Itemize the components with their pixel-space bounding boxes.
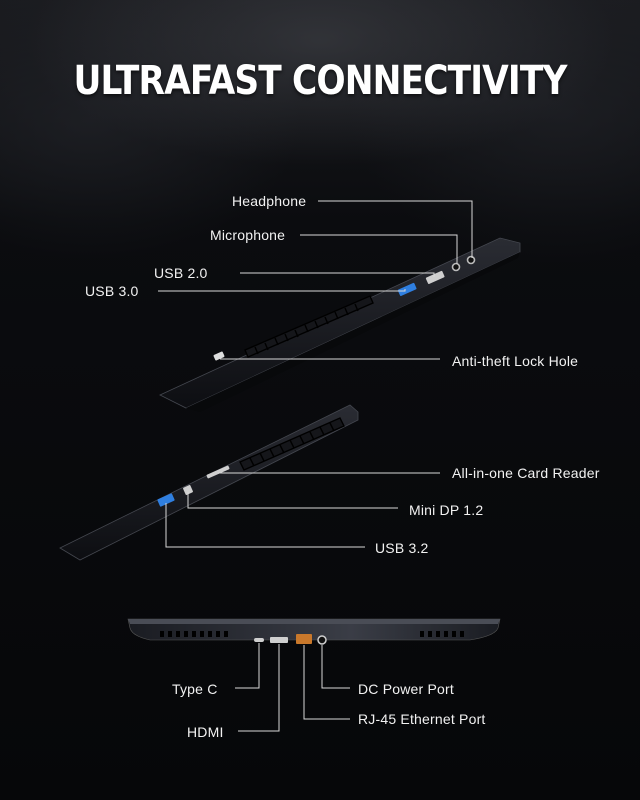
usb32-line — [165, 503, 365, 548]
usb32-port — [157, 493, 175, 507]
page-title: ULTRAFAST CONNECTIVITY — [73, 58, 567, 104]
minidp-line — [187, 492, 398, 509]
dc-power-port — [317, 635, 327, 645]
mini-dp-port — [183, 485, 193, 495]
type-c-port — [254, 638, 264, 642]
dcpower-line — [321, 645, 350, 689]
hdmi-line — [238, 644, 280, 732]
anti-theft-lock-hole — [213, 351, 225, 361]
usb20-port — [425, 270, 445, 284]
callout-usb30: USB 3.0 — [85, 283, 139, 299]
usb30-line — [158, 289, 406, 292]
callout-dcpower: DC Power Port — [358, 681, 454, 697]
vent-rear-left — [160, 631, 228, 637]
callout-headphone: Headphone — [232, 193, 307, 209]
typec-line — [235, 643, 260, 689]
callout-cardreader: All-in-one Card Reader — [452, 465, 600, 481]
hdmi-port — [270, 637, 288, 643]
callout-antitheft: Anti-theft Lock Hole — [452, 353, 579, 369]
microphone-line — [300, 234, 458, 264]
callout-typec: Type C — [172, 681, 218, 697]
callout-minidp: Mini DP 1.2 — [409, 502, 484, 518]
callout-rj45: RJ-45 Ethernet Port — [358, 711, 486, 727]
rj45-line — [303, 645, 350, 720]
vent-left — [239, 417, 345, 471]
usb20-line — [240, 272, 435, 277]
headphone-line — [318, 200, 473, 258]
callout-usb20: USB 2.0 — [154, 265, 208, 281]
card-reader-slot — [206, 465, 230, 479]
usb30-port-right — [397, 282, 417, 296]
microphone-jack — [451, 262, 461, 272]
laptop-right-side — [159, 237, 521, 412]
callout-usb32: USB 3.2 — [375, 540, 429, 556]
callout-lines — [158, 200, 473, 732]
callout-microphone: Microphone — [210, 227, 286, 243]
rj45-port — [296, 634, 312, 644]
callout-hdmi: HDMI — [187, 724, 224, 740]
headphone-jack — [466, 255, 476, 265]
laptop-rear — [127, 618, 501, 645]
laptop-left-side — [59, 404, 359, 561]
vent-right — [244, 295, 374, 358]
vent-rear-right — [420, 631, 464, 637]
